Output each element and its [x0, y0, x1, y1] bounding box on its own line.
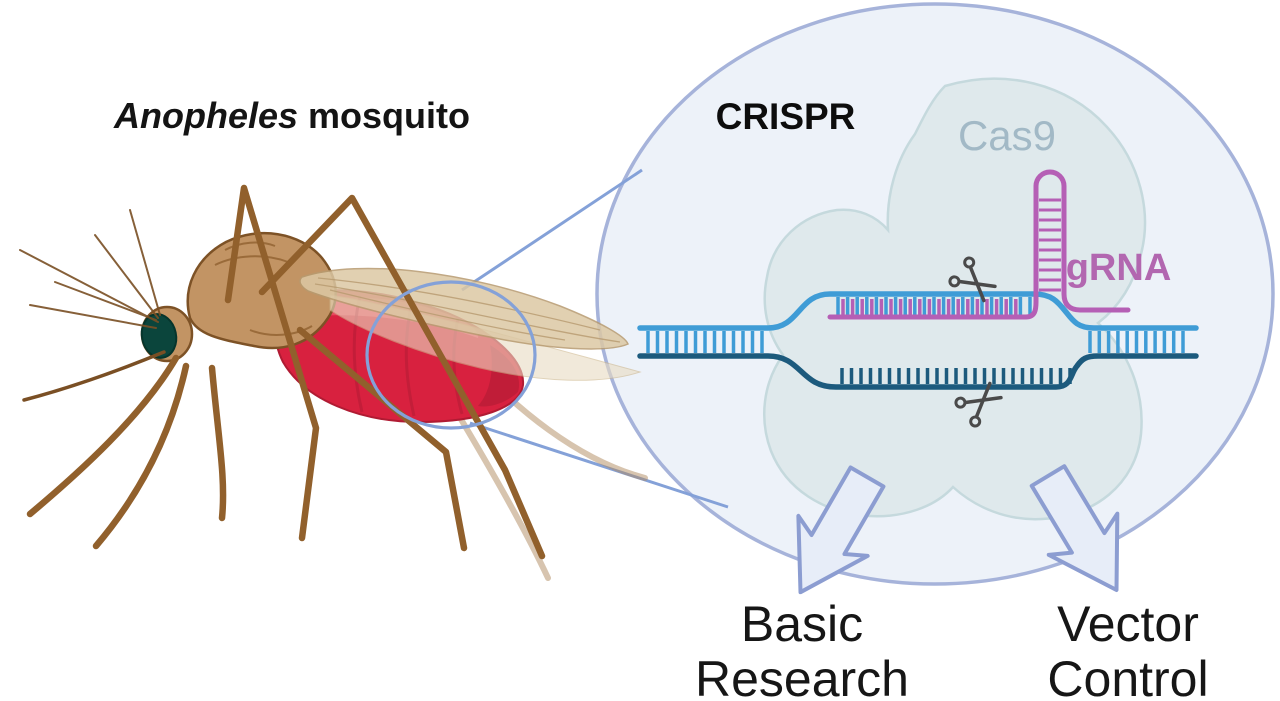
- cas9-label: Cas9: [957, 112, 1057, 159]
- thorax-texture: [214, 241, 313, 336]
- callout-lines: [461, 168, 729, 509]
- crispr-label: CRISPR: [715, 96, 856, 137]
- dna-top-strand-teeth: [836, 297, 1032, 315]
- callout-line-bottom: [469, 421, 729, 509]
- scissors-icon: [948, 256, 997, 303]
- dna-rungs-left: [646, 331, 764, 353]
- dna-bottom-strand: [637, 353, 1199, 390]
- dna-rungs-right: [1088, 331, 1185, 353]
- grna-strand: [827, 169, 1131, 320]
- grna-label: gRNA: [1065, 247, 1172, 289]
- outcome-basic-line2: Research: [695, 651, 909, 701]
- grna-molecule: [827, 169, 1131, 320]
- outcome-vector-line2: Control: [1047, 651, 1209, 701]
- dna-bottom-strand-teeth: [840, 368, 1072, 384]
- outcome-basic-research: Basic Research: [642, 597, 962, 701]
- mosquito-legs: [26, 184, 546, 560]
- down-right-block-arrow: [1029, 464, 1120, 593]
- wing-veins: [314, 277, 621, 343]
- mosquito-label: Anopheles mosquito: [102, 95, 482, 137]
- outcome-arrows: [796, 464, 1120, 595]
- outcome-vector-line1: Vector: [1057, 596, 1199, 652]
- outcome-vector-control: Vector Control: [968, 597, 1280, 701]
- outcome-basic-line1: Basic: [740, 596, 864, 652]
- mosquito-illustration: [19, 184, 648, 581]
- scissors-icon: [954, 381, 1003, 428]
- grna-hairpin-rungs: [1039, 198, 1061, 292]
- mosquito-forewing: [299, 267, 629, 350]
- mosquito-proboscis: [22, 350, 166, 402]
- grna-hybrid-teeth: [841, 299, 1018, 317]
- dna-top-strand: [637, 291, 1199, 331]
- mosquito-antennae: [19, 209, 161, 329]
- down-left-block-arrow: [796, 465, 886, 595]
- mosquito-genus-text: Anopheles: [113, 95, 299, 136]
- callout-line-top: [461, 168, 643, 292]
- magnifier-circle-icon: [365, 280, 537, 430]
- mosquito-word-text: mosquito: [308, 95, 471, 136]
